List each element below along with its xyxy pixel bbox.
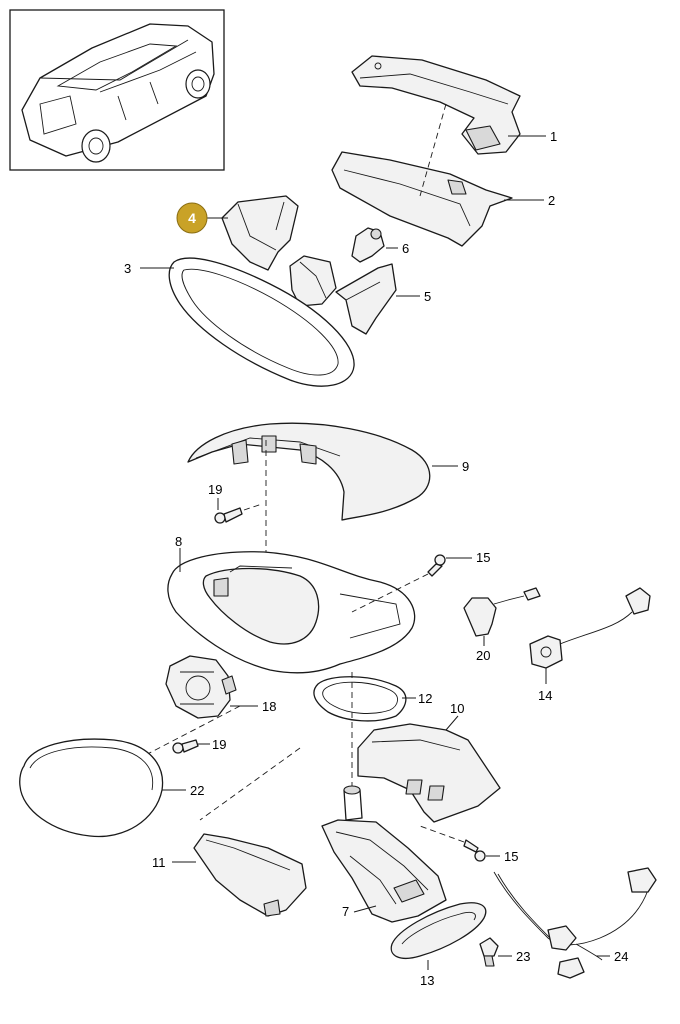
part-10-lower-trim xyxy=(357,715,501,823)
part-24-wiring-harness xyxy=(493,867,657,979)
callout-24: 24 xyxy=(614,949,628,964)
part-7-mirror-base xyxy=(321,785,447,923)
part-4-cover xyxy=(206,195,299,271)
part-1-bracket xyxy=(351,55,546,155)
callout-13: 13 xyxy=(420,973,434,988)
part-15-screw-upper xyxy=(351,554,472,613)
part-19-screw-upper xyxy=(214,498,263,524)
callout-9: 9 xyxy=(462,459,469,474)
highlight-badge-4: 4 xyxy=(176,202,208,234)
callout-22: 22 xyxy=(190,783,204,798)
callout-19a: 19 xyxy=(208,482,222,497)
callout-7: 7 xyxy=(342,904,349,919)
part-11-trim-cover xyxy=(172,833,307,917)
callout-1: 1 xyxy=(550,129,557,144)
callout-18: 18 xyxy=(262,699,276,714)
part-22-mirror-glass xyxy=(19,738,186,838)
callout-5: 5 xyxy=(424,289,431,304)
part-3-mirror-frame-ring xyxy=(140,257,355,387)
part-14-camera-harness xyxy=(529,587,651,684)
callout-15b: 15 xyxy=(504,849,518,864)
callout-10: 10 xyxy=(450,701,464,716)
callout-8: 8 xyxy=(175,534,182,549)
highlight-label: 4 xyxy=(188,210,196,226)
callout-14: 14 xyxy=(538,688,552,703)
vehicle-thumbnail xyxy=(9,9,225,171)
part-19-screw-lower xyxy=(172,739,210,754)
callout-3: 3 xyxy=(124,261,131,276)
callout-11: 11 xyxy=(152,855,166,870)
part-23-bolt xyxy=(479,937,512,967)
part-20-connector xyxy=(463,587,541,646)
callout-20: 20 xyxy=(476,648,490,663)
part-8-mirror-housing xyxy=(167,548,416,674)
callout-15a: 15 xyxy=(476,550,490,565)
part-5-bracket-clip xyxy=(289,255,420,335)
part-6-connector xyxy=(351,227,398,263)
callout-6: 6 xyxy=(402,241,409,256)
callout-2: 2 xyxy=(548,193,555,208)
callout-19b: 19 xyxy=(212,737,226,752)
part-2-housing-frame xyxy=(331,151,544,247)
part-18-adjuster-motor xyxy=(165,655,258,719)
part-12-gasket xyxy=(313,676,416,722)
part-15-screw-lower xyxy=(419,825,500,862)
callout-23: 23 xyxy=(516,949,530,964)
part-13-base-gasket xyxy=(390,902,487,970)
callout-12: 12 xyxy=(418,691,432,706)
part-9-mirror-cap xyxy=(187,422,458,521)
